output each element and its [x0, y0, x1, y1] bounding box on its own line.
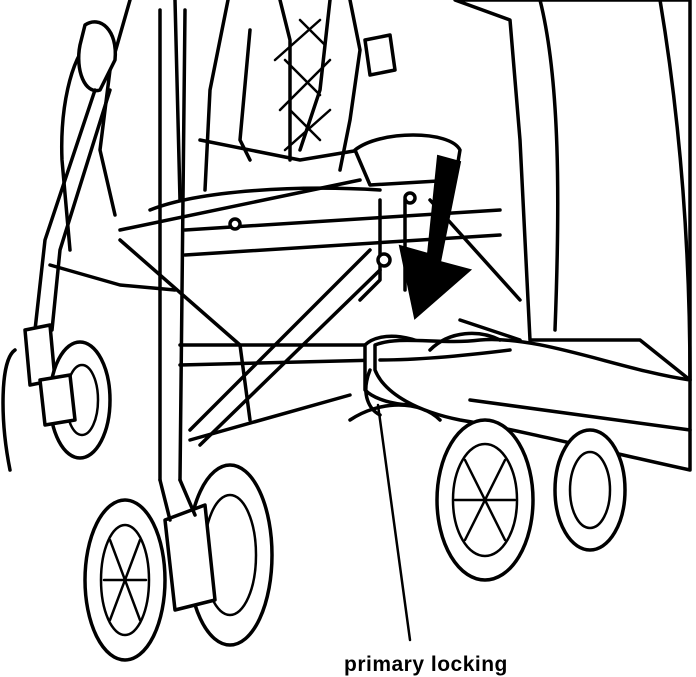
front-left-wheels	[85, 465, 272, 660]
callout-label: primary locking	[344, 653, 508, 677]
callout-leader-line	[378, 405, 410, 640]
rear-right-wheels	[437, 420, 625, 580]
foot-pressing-pedal	[375, 0, 690, 470]
